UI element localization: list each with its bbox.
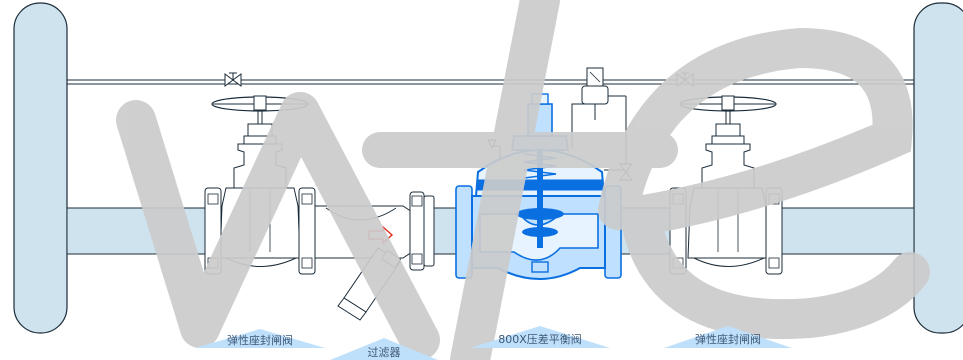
label-valve-left-text: 弹性座封闸阀 [227,333,293,347]
label-filter-text: 过滤器 [368,346,401,359]
label-valve-main-text: 800X压差平衡阀 [498,332,582,346]
label-valve-main: 800X压差平衡阀 [470,326,610,348]
label-valve-right-text: 弹性座封闸阀 [695,332,761,346]
bypass-line [67,79,914,85]
left-header-pipe [13,2,68,334]
bypass-needle-valve-left [224,72,242,87]
watermark [116,0,930,360]
label-valve-left: 弹性座封闸阀 [195,329,325,348]
pilot-valve [581,67,627,120]
label-filter: 过滤器 [330,338,438,360]
right-header-pipe [913,2,963,334]
label-valve-right: 弹性座封闸阀 [664,326,792,348]
